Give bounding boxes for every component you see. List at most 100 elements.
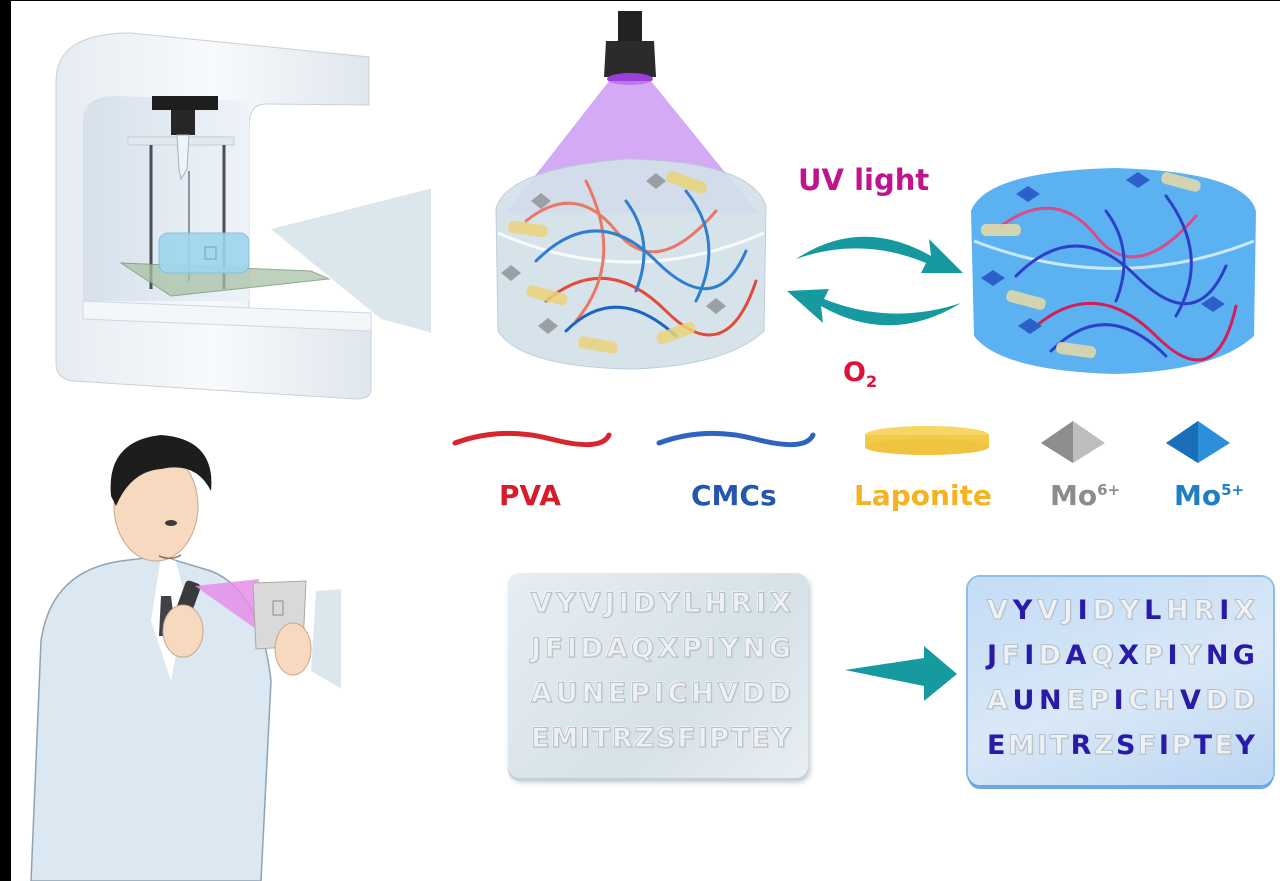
scientist-illustration — [30, 435, 341, 881]
letter: P — [682, 633, 703, 665]
revealed-letter: I — [1158, 730, 1169, 761]
uv-hydrogel-after — [971, 168, 1256, 374]
letter: V — [1037, 595, 1059, 627]
letter: Q — [631, 633, 655, 665]
revealed-letter: L — [1144, 595, 1162, 626]
letter: R — [611, 723, 633, 755]
letter: I — [705, 633, 716, 665]
letter: C — [1128, 685, 1149, 717]
legend-mo5-label: Mo5+ — [1174, 479, 1245, 512]
revealed-letter: A — [1065, 640, 1087, 671]
legend-mo6-label: Mo6+ — [1050, 479, 1121, 512]
letter: Y — [1119, 595, 1140, 627]
forward-arrow — [796, 236, 963, 273]
letter: E — [751, 723, 770, 755]
letter: E — [1214, 730, 1233, 762]
revealed-letter: N — [1205, 640, 1229, 671]
letter: Y — [719, 633, 740, 665]
uv-pen-beam — [195, 579, 259, 629]
letter: D — [1092, 595, 1115, 627]
letter: I — [653, 678, 664, 710]
letter: E — [530, 723, 550, 755]
letter: I — [1037, 730, 1048, 762]
lab-coat — [30, 555, 272, 881]
letter: F — [544, 633, 564, 665]
letter: N — [581, 678, 605, 710]
tag-unexposed — [508, 573, 808, 778]
zoom-beam-tag — [311, 589, 341, 689]
letter: J — [530, 633, 542, 665]
letter: H — [1166, 595, 1190, 627]
letter: M — [551, 723, 579, 755]
letter: I — [756, 588, 767, 620]
revealed-letter: I — [1024, 640, 1035, 671]
polymer-network-blue — [999, 194, 1238, 362]
bioprinter-illustration — [55, 32, 431, 400]
letter: Z — [1093, 730, 1114, 762]
letter: M — [1007, 730, 1035, 762]
letter: D — [768, 678, 791, 710]
zoom-beam — [271, 188, 431, 333]
pva-fiber-icon — [452, 430, 612, 448]
revealed-letter: I — [1219, 595, 1230, 626]
cmcs-fiber-icon — [656, 430, 816, 448]
revealed-letter: G — [1232, 640, 1255, 671]
letter: L — [683, 588, 701, 620]
legend-cmcs-label: CMCs — [691, 479, 777, 512]
letter: P — [1143, 640, 1164, 672]
revealed-letter: R — [1070, 730, 1092, 761]
letter: I — [579, 723, 590, 755]
revealed-letter: I — [1077, 595, 1088, 626]
revealed-letter: Y — [1012, 595, 1033, 626]
hydrogel-disc-blue — [971, 168, 1256, 374]
letter: J — [1062, 595, 1073, 627]
legend-laponite-label: Laponite — [854, 479, 992, 512]
uv-hydrogel-before — [495, 11, 767, 370]
letter: P — [1171, 730, 1192, 762]
revealed-letter: V — [1179, 685, 1201, 716]
letter: R — [731, 588, 753, 620]
letter: V — [987, 595, 1009, 627]
uv-lamp-head — [604, 41, 656, 77]
letter: V — [531, 588, 553, 620]
revealed-letter: J — [987, 640, 998, 671]
letter: D — [580, 633, 603, 665]
letter: Q — [1090, 640, 1114, 672]
letter: V — [717, 678, 739, 710]
letter: Y — [771, 723, 792, 755]
letter: S — [655, 723, 676, 755]
letter: I — [697, 723, 708, 755]
decode-arrow — [845, 646, 957, 701]
letter: P — [1089, 685, 1110, 717]
tag-uv-exposed — [968, 577, 1273, 785]
letter: N — [742, 633, 766, 665]
letter: A — [531, 678, 553, 710]
oxygen-label: O2 — [843, 357, 878, 391]
printed-hydrogel — [158, 232, 250, 274]
letter: P — [709, 723, 730, 755]
letter: H — [691, 678, 715, 710]
letter: D — [1205, 685, 1228, 717]
legend-pva-label: PVA — [499, 479, 561, 512]
letter: D — [1038, 640, 1062, 672]
letter: C — [667, 678, 688, 710]
letter: U — [555, 678, 578, 710]
letter: D — [1232, 685, 1255, 717]
revealed-letter: N — [1039, 685, 1062, 716]
letter: A — [606, 633, 628, 665]
revealed-letter: I — [1113, 685, 1124, 716]
revealed-letter: U — [1012, 685, 1035, 716]
letter: I — [618, 588, 629, 620]
revealed-letter: T — [1193, 730, 1213, 761]
letter: T — [591, 723, 611, 755]
letter: Y — [1181, 640, 1202, 672]
